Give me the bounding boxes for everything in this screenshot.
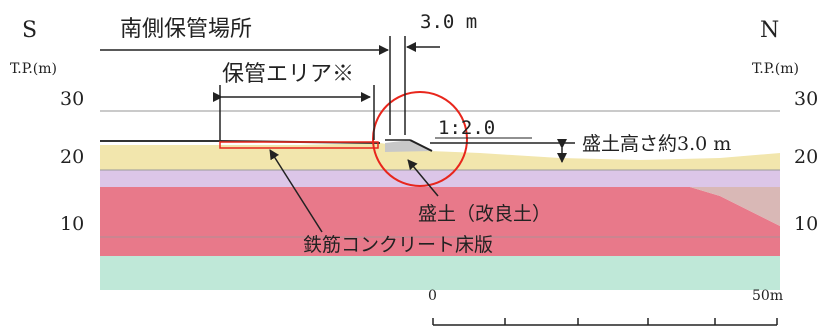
scale-start-label: 0 xyxy=(428,288,437,304)
left-tick-20: 20 xyxy=(60,146,84,168)
scale-bar: 0 50m xyxy=(428,288,783,326)
gap-width-label: 3.0 m xyxy=(420,11,477,33)
south-label: S xyxy=(22,18,37,43)
embankment-slope-line xyxy=(409,139,433,152)
storage-area-label: 保管エリア※ xyxy=(222,62,354,87)
right-unit-label: T.P.(m) xyxy=(752,61,799,77)
slope-label: 1:2.0 xyxy=(438,117,495,139)
left-unit-label: T.P.(m) xyxy=(10,61,57,77)
gridlines xyxy=(100,110,780,238)
layer-lilac xyxy=(100,170,780,187)
fill-label: 盛土（改良土） xyxy=(418,203,551,225)
storage-area-outline xyxy=(219,141,379,149)
layer-pink-brown xyxy=(690,187,780,226)
left-tick-10: 10 xyxy=(60,213,84,235)
south-storage-label: 南側保管場所 xyxy=(120,17,252,42)
fill-label-arrow xyxy=(407,159,439,197)
soil-layers xyxy=(100,140,780,290)
slab-label-arrow xyxy=(269,149,323,233)
highlight-circle xyxy=(372,91,468,187)
layer-mint xyxy=(100,256,780,290)
layer-red xyxy=(100,187,780,256)
slab-label: 鉄筋コンクリート床版 xyxy=(303,234,493,256)
scale-end-label: 50m xyxy=(752,288,783,304)
right-tick-10: 10 xyxy=(794,213,818,235)
embankment-fill xyxy=(385,140,432,152)
right-tick-30: 30 xyxy=(794,88,818,110)
left-tick-30: 30 xyxy=(60,88,84,110)
fill-height-label: 盛土高さ約3.0 m xyxy=(582,133,731,155)
north-label: N xyxy=(760,18,779,43)
right-tick-20: 20 xyxy=(794,146,818,168)
